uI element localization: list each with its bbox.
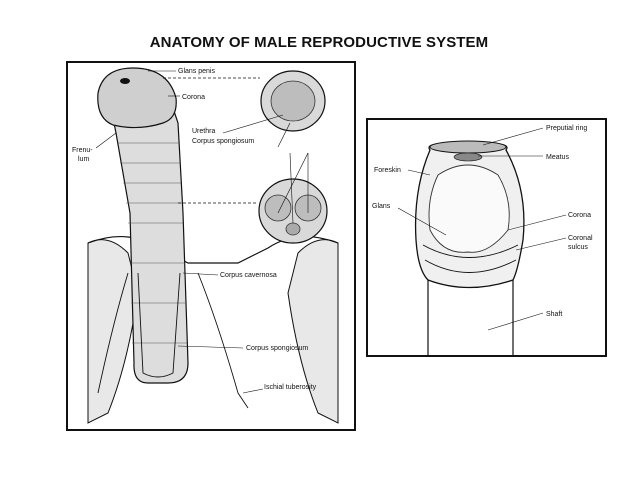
label-glans: Glans (372, 203, 391, 210)
page-title: ANATOMY OF MALE REPRODUCTIVE SYSTEM (149, 34, 489, 51)
label-corona-left: Corona (182, 94, 205, 101)
label-shaft: Shaft (546, 311, 562, 318)
label-corpus-spongiosum-top: Corpus spongiosum (192, 138, 254, 145)
label-ischial-tuberosity: Ischial tuberosity (264, 384, 317, 391)
label-preputial-ring: Preputial ring (546, 125, 587, 132)
label-meatus: Meatus (546, 154, 569, 161)
label-coronal-sulcus-1: Coronal (568, 235, 593, 242)
label-glans-penis: Glans penis (178, 68, 215, 75)
label-urethra: Urethra (192, 128, 215, 135)
left-anatomy-figure: Glans penis Corona Frenu- lum Urethra Co… (66, 61, 356, 431)
left-anatomy-drawing: Glans penis Corona Frenu- lum Urethra Co… (72, 67, 339, 424)
label-frenulum-2: lum (78, 156, 89, 163)
right-anatomy-drawing: Preputial ring Foreskin Meatus Glans Cor… (372, 125, 593, 355)
label-corpus-spongiosum-bottom: Corpus spongiosum (246, 345, 308, 352)
label-corona-right: Corona (568, 212, 591, 219)
label-coronal-sulcus-2: sulcus (568, 244, 588, 251)
label-foreskin: Foreskin (374, 167, 401, 174)
right-anatomy-figure: Preputial ring Foreskin Meatus Glans Cor… (366, 118, 607, 357)
label-corpus-cavernosa: Corpus cavernosa (220, 272, 277, 279)
label-frenulum-1: Frenu- (72, 147, 93, 154)
